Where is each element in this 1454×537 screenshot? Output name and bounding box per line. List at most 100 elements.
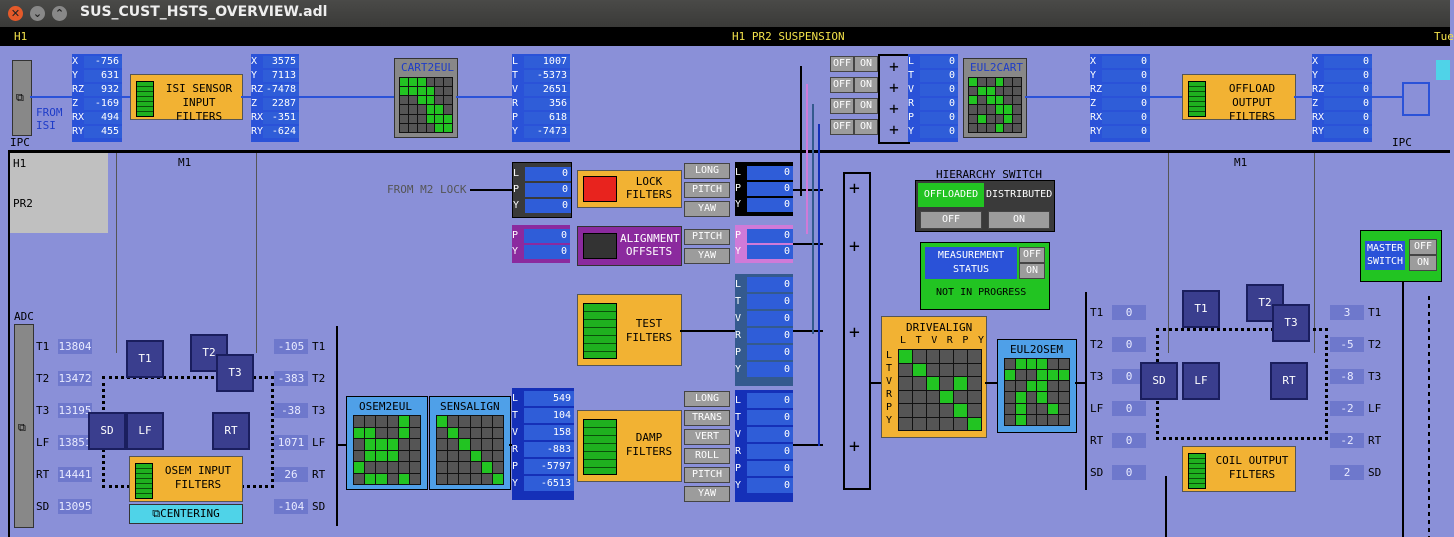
matrix-cell xyxy=(954,350,968,363)
offload-off-button[interactable]: OFF xyxy=(830,98,854,114)
filter-button[interactable]: YAW xyxy=(684,201,730,217)
lock-filter[interactable]: LOCK FILTERS xyxy=(577,170,682,208)
value-readout: 0 xyxy=(1324,98,1372,110)
matrix-cell xyxy=(448,439,459,450)
filter-button[interactable]: ROLL xyxy=(684,448,730,464)
filter-button[interactable]: VERT xyxy=(684,429,730,445)
matrix-cell xyxy=(986,96,995,105)
filter-button[interactable]: YAW xyxy=(684,486,730,502)
osem-input-filter[interactable]: OSEM INPUT FILTERS xyxy=(129,456,243,502)
osem2eul-block[interactable]: OSEM2EUL xyxy=(346,396,428,490)
offload-on-button[interactable]: ON xyxy=(854,56,878,72)
matrix-cell xyxy=(408,78,417,87)
filter-button[interactable]: PITCH xyxy=(684,467,730,483)
minimize-icon[interactable]: ⌄ xyxy=(30,6,45,21)
value-readout: 0 xyxy=(920,126,958,138)
test-filter[interactable]: TEST FILTERS xyxy=(577,294,682,366)
value-row: R-883 xyxy=(512,442,574,457)
matrix-cell xyxy=(1037,392,1048,403)
value-label: Y xyxy=(512,126,519,137)
matrix-cell xyxy=(1037,381,1048,392)
matrix-cell xyxy=(426,123,435,132)
sensalign-block[interactable]: SENSALIGN xyxy=(429,396,511,490)
ipc-output-block[interactable] xyxy=(1436,60,1450,80)
value-readout: -169 xyxy=(84,98,122,110)
offload-off-button[interactable]: OFF xyxy=(830,77,854,93)
filter-button[interactable]: LONG xyxy=(684,391,730,407)
coil-output-filter[interactable]: COIL OUTPUT FILTERS xyxy=(1182,446,1296,492)
offload-on-button[interactable]: ON xyxy=(854,119,878,135)
offload-on-button[interactable]: ON xyxy=(854,98,878,114)
matrix-cell xyxy=(470,462,481,473)
channel-value: 13804 xyxy=(58,338,92,354)
matrix-cell xyxy=(481,473,492,484)
matrix-cell xyxy=(968,404,981,417)
channel-value: 1071 xyxy=(274,434,308,450)
filter-button[interactable]: PITCH xyxy=(684,229,730,245)
matrix-cell xyxy=(409,462,420,473)
master-on-button[interactable]: ON xyxy=(1409,255,1437,271)
matrix-cell xyxy=(365,416,376,427)
channel-value: 0 xyxy=(1112,400,1146,416)
filter-button[interactable]: YAW xyxy=(684,248,730,264)
channel-label: SD xyxy=(1368,465,1382,479)
filter-button[interactable]: TRANS xyxy=(684,410,730,426)
drivealign-col-label: V xyxy=(931,335,938,346)
eul2cart-block[interactable]: EUL2CART xyxy=(963,58,1027,138)
matrix-cell xyxy=(926,404,940,417)
hierarchy-off-button[interactable]: OFF xyxy=(920,211,982,229)
value-readout: 0 xyxy=(1102,56,1150,68)
centering-button[interactable]: ⧉CENTERING xyxy=(129,504,243,524)
matrix-cell xyxy=(1048,403,1059,414)
value-readout: 455 xyxy=(84,126,122,138)
matrix-cell xyxy=(954,404,968,417)
offload-on-button[interactable]: ON xyxy=(854,77,878,93)
cart2eul-block[interactable]: CART2EUL xyxy=(394,58,458,138)
close-icon[interactable]: ✕ xyxy=(8,6,23,21)
offload-output-filter[interactable]: OFFLOAD OUTPUT FILTERS xyxy=(1182,74,1296,123)
value-label: Y xyxy=(735,364,742,375)
matrix-cell xyxy=(969,123,977,132)
h1-pr2-tag: H1 PR2 xyxy=(10,153,108,233)
alignment-filter[interactable]: ALIGNMENT OFFSETS xyxy=(577,226,682,266)
value-readout: 0 xyxy=(747,410,793,425)
ipc-output-icon[interactable] xyxy=(1402,82,1430,116)
hierarchy-on-button[interactable]: ON xyxy=(988,211,1050,229)
value-readout: 0 xyxy=(747,478,793,493)
master-off-button[interactable]: OFF xyxy=(1409,239,1437,255)
measurement-off-button[interactable]: OFF xyxy=(1019,247,1045,263)
offload-off-button[interactable]: OFF xyxy=(830,56,854,72)
filter-button[interactable]: LONG xyxy=(684,163,730,179)
ipc-input-block[interactable]: ⧉ xyxy=(12,60,32,136)
maximize-icon[interactable]: ⌃ xyxy=(52,6,67,21)
channel-label: T1 xyxy=(312,339,326,353)
matrix-cell xyxy=(398,473,409,484)
matrix-cell xyxy=(1013,96,1021,105)
matrix-cell xyxy=(417,123,426,132)
eul2osem-block[interactable]: EUL2OSEM xyxy=(997,339,1077,433)
measurement-on-button[interactable]: ON xyxy=(1019,263,1045,279)
damp-filter[interactable]: DAMP FILTERS xyxy=(577,410,682,482)
adc-block[interactable]: ⧉ xyxy=(14,324,34,528)
value-label: Y xyxy=(512,246,519,257)
isi-sensor-filter[interactable]: ISI SENSOR INPUT FILTERS xyxy=(130,74,243,123)
filter-button[interactable]: PITCH xyxy=(684,182,730,198)
matrix-cell xyxy=(444,87,452,96)
offload-off-button[interactable]: OFF xyxy=(830,119,854,135)
